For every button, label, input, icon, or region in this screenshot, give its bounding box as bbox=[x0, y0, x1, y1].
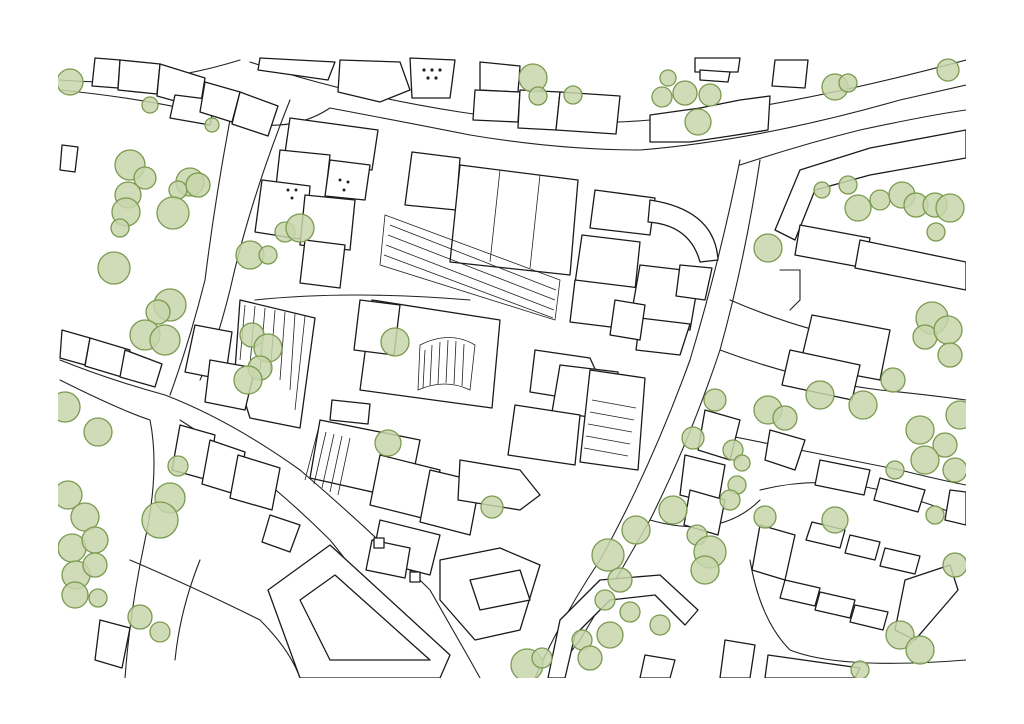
tree-icon bbox=[480, 495, 504, 519]
tree-icon bbox=[110, 218, 130, 238]
tree-icon bbox=[621, 515, 651, 545]
tree-icon bbox=[577, 645, 603, 671]
tree-icon bbox=[821, 506, 849, 534]
tree-icon bbox=[658, 495, 688, 525]
tree-icon bbox=[848, 390, 878, 420]
tree-icon bbox=[97, 251, 131, 285]
buildings-center bbox=[353, 299, 646, 471]
tree-icon bbox=[703, 388, 727, 412]
tree-icon bbox=[185, 172, 211, 198]
tree-icon bbox=[937, 342, 963, 368]
tree-icon bbox=[88, 588, 108, 608]
tree-icon bbox=[925, 505, 945, 525]
tree-icon bbox=[594, 589, 616, 611]
tree-icon bbox=[651, 86, 673, 108]
tree-icon bbox=[233, 365, 263, 395]
tree-icon bbox=[753, 505, 777, 529]
tree-icon bbox=[681, 426, 705, 450]
tree-icon bbox=[127, 604, 153, 630]
tree-icon bbox=[82, 552, 108, 578]
tree-icon bbox=[850, 660, 870, 678]
tree-icon bbox=[133, 166, 157, 190]
tree-icon bbox=[531, 647, 553, 669]
tree-icon bbox=[936, 58, 960, 82]
tree-icon bbox=[167, 455, 189, 477]
tree-icon bbox=[563, 85, 583, 105]
tree-icon bbox=[659, 69, 677, 87]
tree-icon bbox=[885, 620, 915, 650]
tree-icon bbox=[905, 635, 935, 665]
tree-icon bbox=[942, 457, 966, 483]
tree-icon bbox=[813, 181, 831, 199]
tree-icon bbox=[719, 489, 741, 511]
tree-icon bbox=[753, 233, 783, 263]
tree-icon bbox=[58, 68, 84, 96]
tree-icon bbox=[141, 501, 179, 539]
tree-icon bbox=[141, 96, 159, 114]
tree-icon bbox=[672, 80, 698, 106]
tree-icon bbox=[844, 194, 872, 222]
buildings-top-left bbox=[59, 57, 279, 173]
tree-icon bbox=[935, 193, 965, 223]
tree-icon bbox=[149, 621, 171, 643]
tree-icon bbox=[285, 213, 315, 243]
tree-icon bbox=[722, 439, 744, 461]
tree-icon bbox=[838, 175, 858, 195]
tree-icon bbox=[649, 614, 671, 636]
tree-icon bbox=[905, 415, 935, 445]
tree-icon bbox=[805, 380, 835, 410]
tree-icon bbox=[838, 73, 858, 93]
tree-icon bbox=[698, 83, 722, 107]
tree-icon bbox=[156, 196, 190, 230]
tree-icon bbox=[83, 417, 113, 447]
tree-icon bbox=[910, 445, 940, 475]
tree-icon bbox=[149, 324, 181, 356]
tree-icon bbox=[58, 391, 81, 423]
tree-icon bbox=[374, 429, 402, 457]
tree-icon bbox=[690, 555, 720, 585]
buildings-south-center bbox=[304, 399, 541, 641]
tree-icon bbox=[942, 552, 966, 578]
tree-icon bbox=[880, 367, 906, 393]
tree-icon bbox=[933, 315, 963, 345]
buildings-east bbox=[547, 129, 966, 678]
tree-icon bbox=[81, 526, 109, 554]
tree-icon bbox=[380, 327, 410, 357]
tree-icon bbox=[932, 432, 958, 458]
tree-icon bbox=[684, 108, 712, 136]
tree-icon bbox=[926, 222, 946, 242]
tree-icon bbox=[733, 454, 751, 472]
tree-icon bbox=[619, 601, 641, 623]
tree-icon bbox=[591, 538, 625, 572]
tree-icon bbox=[204, 117, 220, 133]
buildings-center-north bbox=[254, 117, 719, 356]
trees bbox=[58, 58, 966, 678]
tree-icon bbox=[772, 405, 798, 431]
tree-icon bbox=[145, 299, 171, 325]
tree-icon bbox=[912, 324, 938, 350]
tree-icon bbox=[885, 460, 905, 480]
tree-icon bbox=[61, 581, 89, 609]
tree-icon bbox=[528, 86, 548, 106]
tree-icon bbox=[596, 621, 624, 649]
tree-icon bbox=[258, 245, 278, 265]
buildings-south-west bbox=[59, 329, 451, 678]
tree-icon bbox=[168, 180, 188, 200]
tree-icon bbox=[607, 567, 633, 593]
tree-icon bbox=[945, 400, 966, 430]
tree-icon bbox=[58, 480, 83, 510]
tree-icon bbox=[869, 189, 891, 211]
